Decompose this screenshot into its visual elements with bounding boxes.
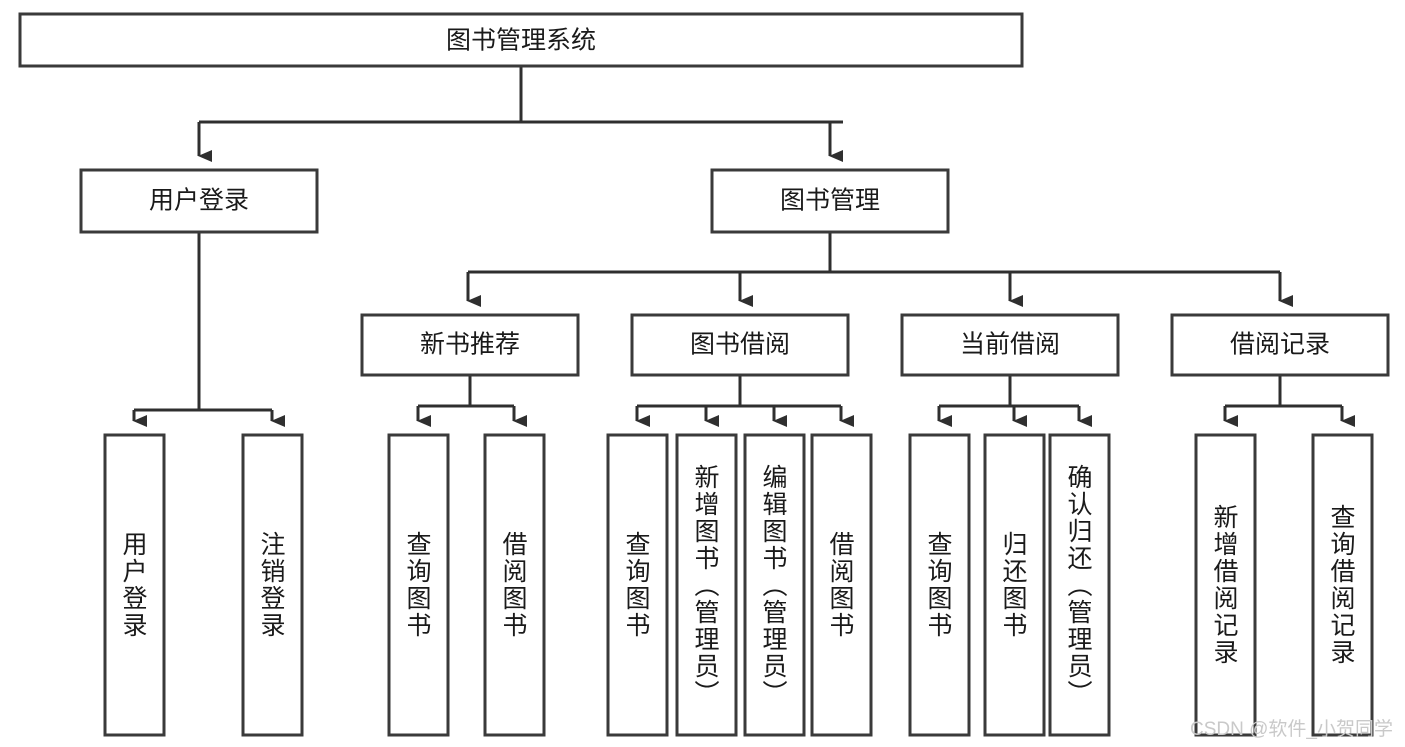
edges-root-to-level2	[197, 66, 843, 162]
node-leaf-query-book-cur-box[interactable]	[908, 433, 971, 737]
edges-book-manage-to-level3	[466, 232, 1293, 307]
node-current-borrow[interactable]: 当前借阅	[900, 313, 1120, 377]
node-root[interactable]: 图书管理系统	[18, 12, 1024, 68]
node-book-borrow-box[interactable]	[630, 313, 850, 377]
node-borrow-record-box[interactable]	[1170, 313, 1390, 377]
node-borrow-record-label: 借阅记录	[1230, 331, 1330, 359]
node-leaf-borrow-book-rec-label: 借阅图书	[499, 531, 527, 639]
node-leaf-query-book-cur-label: 查询图书	[924, 531, 952, 639]
node-leaf-query-record-box[interactable]	[1311, 433, 1374, 737]
watermark-text: CSDN @软件_小贺同学	[1190, 719, 1393, 740]
node-leaf-query-record-label: 查询借阅记录	[1327, 504, 1355, 666]
node-borrow-record[interactable]: 借阅记录	[1170, 313, 1390, 377]
node-user-login-label: 用户登录	[149, 187, 249, 215]
node-leaf-user-login-label: 用户登录	[119, 531, 147, 639]
node-leaf-add-record-label: 新增借阅记录	[1210, 504, 1238, 666]
node-leaf-logout-label: 注销登录	[257, 531, 285, 639]
node-root-label: 图书管理系统	[446, 27, 596, 55]
edges-new-book-recommend-to-leaves	[416, 375, 527, 427]
node-leaf-confirm-return-box[interactable]	[1048, 433, 1111, 737]
node-book-manage-box[interactable]	[710, 168, 950, 234]
node-new-book-recommend[interactable]: 新书推荐	[360, 313, 580, 377]
node-leaf-query-book-bor-label: 查询图书	[622, 531, 650, 639]
node-leaf-edit-book-label: 编辑图书（管理员）	[759, 463, 787, 707]
node-leaf-borrow-book-rec-box[interactable]	[483, 433, 546, 737]
node-leaf-add-record-box[interactable]	[1194, 433, 1257, 737]
node-leaf-query-book-bor-box[interactable]	[606, 433, 669, 737]
node-book-manage[interactable]: 图书管理	[710, 168, 950, 234]
node-leaf-logout-box[interactable]	[241, 433, 304, 737]
leaf-boxes	[103, 433, 1374, 737]
node-leaf-borrow-book-label: 借阅图书	[826, 531, 854, 639]
node-leaf-return-book-label: 归还图书	[999, 531, 1027, 639]
node-user-login-box[interactable]	[79, 168, 319, 234]
node-current-borrow-label: 当前借阅	[960, 331, 1060, 359]
node-root-box[interactable]	[18, 12, 1024, 68]
node-leaf-add-book-box[interactable]	[675, 433, 738, 737]
node-leaf-borrow-book-box[interactable]	[810, 433, 873, 737]
node-current-borrow-box[interactable]	[900, 313, 1120, 377]
node-new-book-recommend-box[interactable]	[360, 313, 580, 377]
node-leaf-add-book-label: 新增图书（管理员）	[691, 463, 719, 707]
edges-current-borrow-to-leaves	[937, 375, 1092, 427]
node-user-login[interactable]: 用户登录	[79, 168, 319, 234]
node-leaf-return-book-box[interactable]	[983, 433, 1046, 737]
node-new-book-recommend-label: 新书推荐	[420, 331, 520, 359]
edges-user-login-to-leaves	[132, 232, 285, 427]
node-book-manage-label: 图书管理	[780, 187, 880, 215]
edges-book-borrow-to-leaves	[635, 375, 854, 427]
node-leaf-query-book-rec-label: 查询图书	[403, 531, 431, 639]
edges-borrow-record-to-leaves	[1223, 375, 1355, 427]
node-book-borrow[interactable]: 图书借阅	[630, 313, 850, 377]
node-book-borrow-label: 图书借阅	[690, 331, 790, 359]
node-leaf-user-login-box[interactable]	[103, 433, 166, 737]
node-leaf-edit-book-box[interactable]	[743, 433, 806, 737]
node-leaf-query-book-rec-box[interactable]	[387, 433, 450, 737]
node-leaf-confirm-return-label: 确认归还（管理员）	[1064, 463, 1092, 707]
